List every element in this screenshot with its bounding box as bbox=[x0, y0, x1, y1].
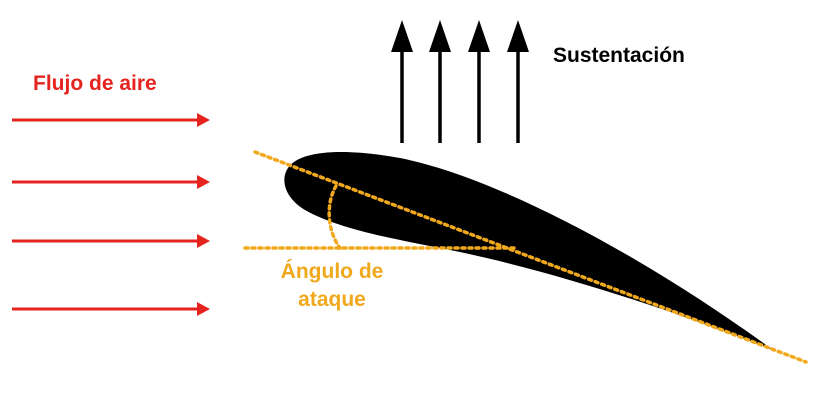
airfoil-shape bbox=[284, 152, 773, 350]
arrow-up-icon bbox=[429, 20, 451, 143]
chord-line bbox=[253, 150, 808, 364]
arrow-up-icon bbox=[391, 20, 413, 143]
angle-of-attack-label: Ángulo de ataque bbox=[262, 258, 402, 314]
lift-arrows bbox=[391, 20, 529, 143]
lift-label: Sustentación bbox=[553, 44, 685, 67]
airflow-arrows bbox=[12, 113, 210, 316]
arrow-right-icon bbox=[12, 302, 210, 316]
arrow-up-icon bbox=[468, 20, 490, 143]
arrow-up-icon bbox=[507, 20, 529, 143]
arrow-right-icon bbox=[12, 234, 210, 248]
airflow-label: Flujo de aire bbox=[33, 72, 157, 95]
angle-label-line2: ataque bbox=[298, 288, 366, 311]
arrow-right-icon bbox=[12, 175, 210, 189]
angle-label-line1: Ángulo de bbox=[280, 260, 384, 283]
angle-arc bbox=[327, 184, 342, 250]
arrow-right-icon bbox=[12, 113, 210, 127]
